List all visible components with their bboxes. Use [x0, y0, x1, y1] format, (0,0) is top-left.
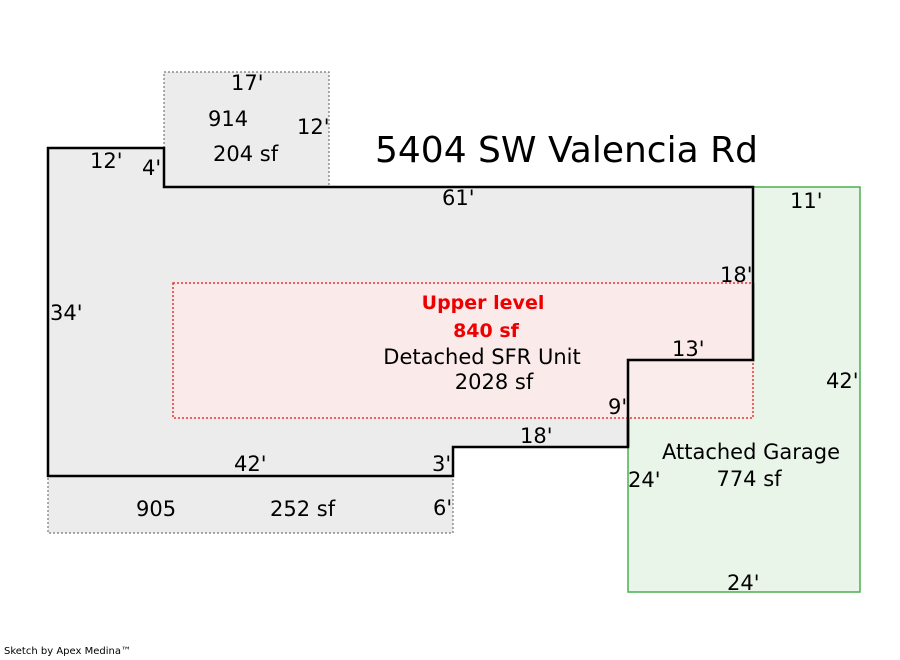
addition-905-area-label: 252 sf	[270, 497, 336, 521]
addition-914-top-dim: 17'	[231, 71, 264, 95]
sketch-credit: Sketch by Apex Medina™	[4, 646, 131, 657]
garage-left-dim: 24'	[628, 468, 661, 492]
main-house-area-label: 2028 sf	[455, 370, 534, 394]
dim-top-left: 12'	[90, 149, 123, 173]
main-house-name: Detached SFR Unit	[383, 345, 580, 369]
addition-914-area	[163, 71, 330, 188]
main-house-step-edge	[626, 283, 755, 447]
addition-914-code: 914	[208, 107, 248, 131]
addition-905-area	[47, 475, 454, 534]
upper-level-area-label: 840 sf	[453, 320, 520, 342]
dim-step-top: 13'	[672, 337, 705, 361]
addition-905-code: 905	[136, 497, 176, 521]
upper-level-area	[172, 282, 754, 419]
dim-bottom-step: 18'	[520, 424, 553, 448]
addition-905-side-dim: 6'	[433, 496, 452, 520]
page-title: 5404 SW Valencia Rd	[375, 130, 758, 171]
dim-bottom-left: 42'	[234, 452, 267, 476]
dim-notch: 4'	[142, 156, 161, 180]
addition-914-side-dim: 12'	[297, 115, 330, 139]
dim-bottom-notch: 3'	[432, 452, 451, 476]
dim-left: 34'	[50, 301, 83, 325]
addition-914-area-label: 204 sf	[213, 142, 279, 166]
garage-area-label: 774 sf	[716, 467, 782, 491]
dim-top: 61'	[442, 186, 475, 210]
garage-name: Attached Garage	[662, 440, 840, 464]
garage-top-dim: 11'	[790, 189, 823, 213]
garage-right-dim: 42'	[826, 369, 859, 393]
dim-right-upper: 18'	[720, 263, 753, 287]
upper-level-label: Upper level	[422, 292, 545, 314]
dim-step-side: 9'	[608, 395, 627, 419]
garage-bottom-dim: 24'	[727, 571, 760, 595]
